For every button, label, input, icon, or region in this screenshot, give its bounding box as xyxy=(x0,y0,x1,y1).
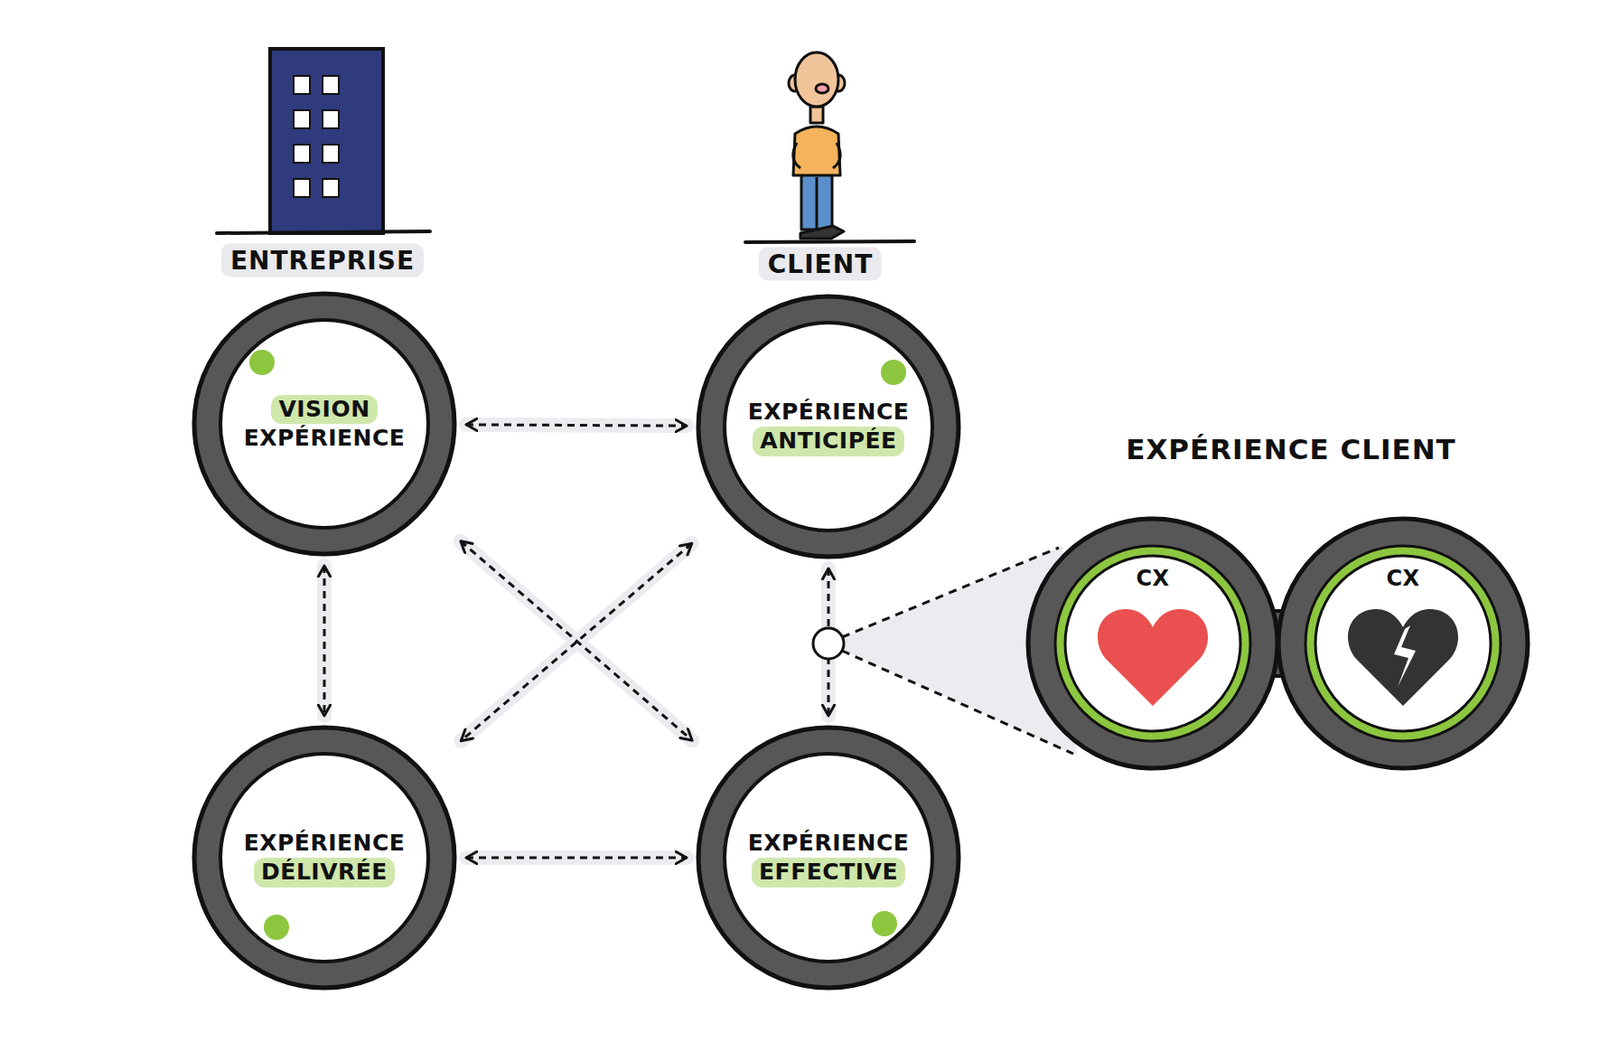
section-heading: EXPÉRIENCE CLIENT xyxy=(1125,432,1457,466)
connector-shadow xyxy=(466,424,687,426)
dashed-arrow xyxy=(460,541,693,740)
circle-outline xyxy=(1275,515,1531,771)
cx-label: CX xyxy=(1128,564,1177,593)
status-dot xyxy=(871,910,898,936)
stage-label: EFFECTIVE xyxy=(751,857,906,888)
stage-label: ANTICIPÉE xyxy=(752,426,904,457)
circle-outline xyxy=(191,290,458,557)
touchpoint-dot xyxy=(813,627,844,659)
building-icon xyxy=(216,48,431,234)
cx-circle: CX xyxy=(1025,515,1281,771)
broken-heart-icon xyxy=(1347,608,1459,706)
stage-circle: EXPÉRIENCEDÉLIVRÉE xyxy=(191,724,458,991)
heart-icon xyxy=(1097,608,1208,706)
stage-circle: EXPÉRIENCEANTICIPÉE xyxy=(695,293,962,560)
stage-label: EXPÉRIENCE xyxy=(740,828,917,859)
stage-label: VISION xyxy=(271,394,377,425)
status-dot xyxy=(880,359,907,385)
status-dot xyxy=(263,914,290,940)
stage-circle: EXPÉRIENCEEFFECTIVE xyxy=(695,724,962,991)
connector-shadow xyxy=(460,541,693,740)
status-dot xyxy=(249,349,275,375)
connector-shadow xyxy=(317,565,332,716)
stage-circle: VISIONEXPÉRIENCE xyxy=(191,290,458,557)
connector-shadow xyxy=(466,850,687,865)
dashed-arrow xyxy=(460,542,692,740)
stage-label: EXPÉRIENCE xyxy=(740,397,917,428)
dashed-arrow xyxy=(466,856,687,860)
actor-label: CLIENT xyxy=(758,247,882,281)
cx-circle: CX xyxy=(1275,515,1531,771)
actor-label: ENTREPRISE xyxy=(221,243,424,278)
stage-label: EXPÉRIENCE xyxy=(236,423,413,454)
dashed-arrow xyxy=(466,424,687,426)
stage-label: DÉLIVRÉE xyxy=(253,857,395,888)
dashed-arrow xyxy=(323,565,327,716)
person-icon xyxy=(745,52,915,243)
stage-label: EXPÉRIENCE xyxy=(236,828,413,859)
circle-outline xyxy=(1025,515,1281,771)
cx-label: CX xyxy=(1378,564,1427,593)
